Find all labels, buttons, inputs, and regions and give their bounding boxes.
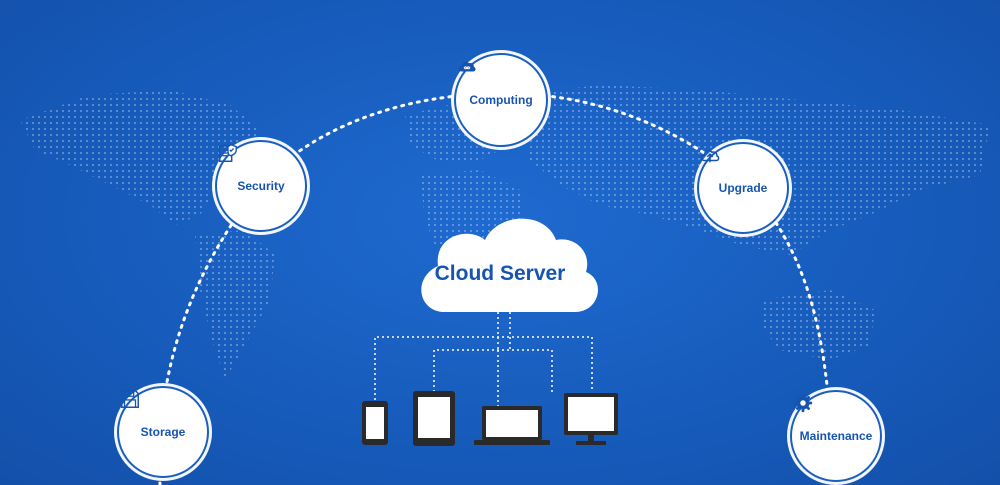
cloud-infinity-icon: [458, 61, 476, 72]
service-label: Upgrade: [718, 181, 768, 195]
service-label: Maintenance: [799, 429, 873, 443]
phone-icon: [362, 401, 388, 445]
service-label: Computing: [469, 93, 533, 107]
shield-document-icon: [219, 143, 237, 162]
service-node-security: Security: [215, 140, 307, 232]
device-connectors: [374, 312, 593, 406]
service-label: Storage: [140, 425, 186, 439]
cloud-upload-icon: [701, 149, 720, 163]
floppy-disk-icon: [121, 390, 139, 408]
service-node-computing: Computing: [454, 53, 548, 147]
gear-icon: [793, 393, 813, 413]
cloud-server-label: Cloud Server: [434, 262, 566, 285]
cloud-server-icon: [421, 218, 598, 312]
service-node-storage: Storage: [117, 386, 209, 478]
service-node-maintenance: Maintenance: [790, 390, 882, 482]
monitor-icon: [564, 393, 618, 445]
service-node-upgrade: Upgrade: [697, 142, 789, 234]
tablet-icon: [413, 391, 455, 446]
laptop-icon: [474, 406, 550, 445]
service-label: Security: [237, 179, 285, 193]
